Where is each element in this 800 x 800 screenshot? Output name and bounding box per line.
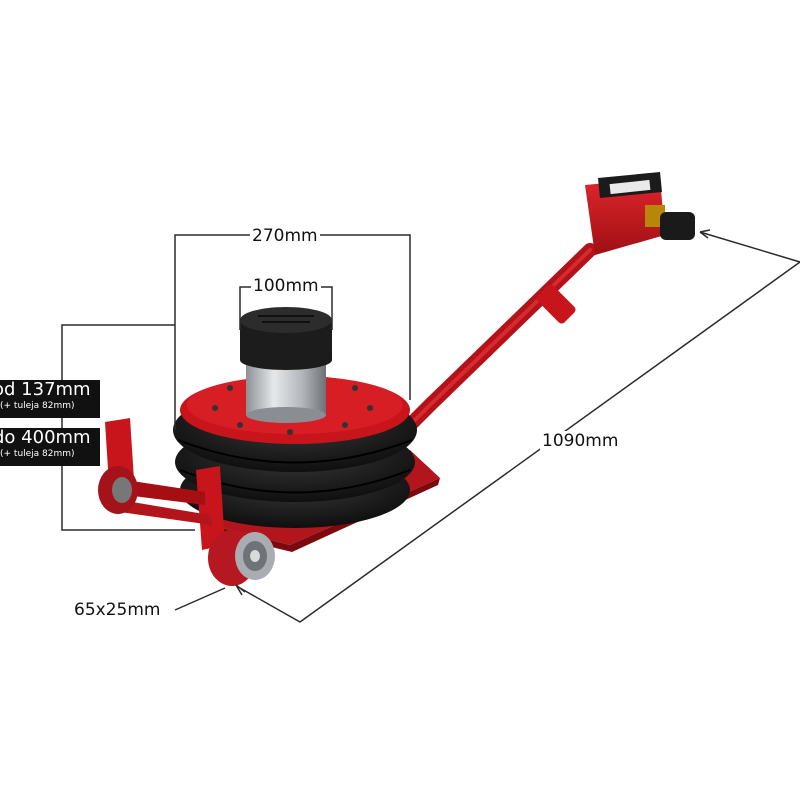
wheel-dimension-label: 65x25mm	[72, 600, 163, 620]
max-height-value: do 400mm	[0, 427, 91, 448]
front-frame	[105, 418, 225, 550]
max-height-spec: do 400mm (+ tuleja 82mm)	[0, 428, 100, 466]
handle	[398, 243, 597, 437]
control-valve-head	[585, 172, 695, 255]
max-height-note: (+ tuleja 82mm)	[0, 449, 75, 459]
length-dimension-line	[239, 231, 800, 623]
saddle-dimension-label: 100mm	[251, 276, 321, 296]
length-dimension-label: 1090mm	[540, 431, 621, 451]
min-height-value: od 137mm	[0, 379, 91, 400]
rear-wheel	[98, 466, 138, 514]
min-height-note: (+ tuleja 82mm)	[0, 401, 75, 411]
height-dimension-line	[61, 324, 195, 531]
saddle-cylinder	[240, 307, 332, 423]
wheel-dimension-line	[174, 587, 226, 611]
front-wheel	[208, 530, 275, 586]
min-height-spec: od 137mm (+ tuleja 82mm)	[0, 380, 100, 418]
dimension-lines	[61, 229, 800, 623]
width-dimension-label: 270mm	[250, 226, 320, 246]
